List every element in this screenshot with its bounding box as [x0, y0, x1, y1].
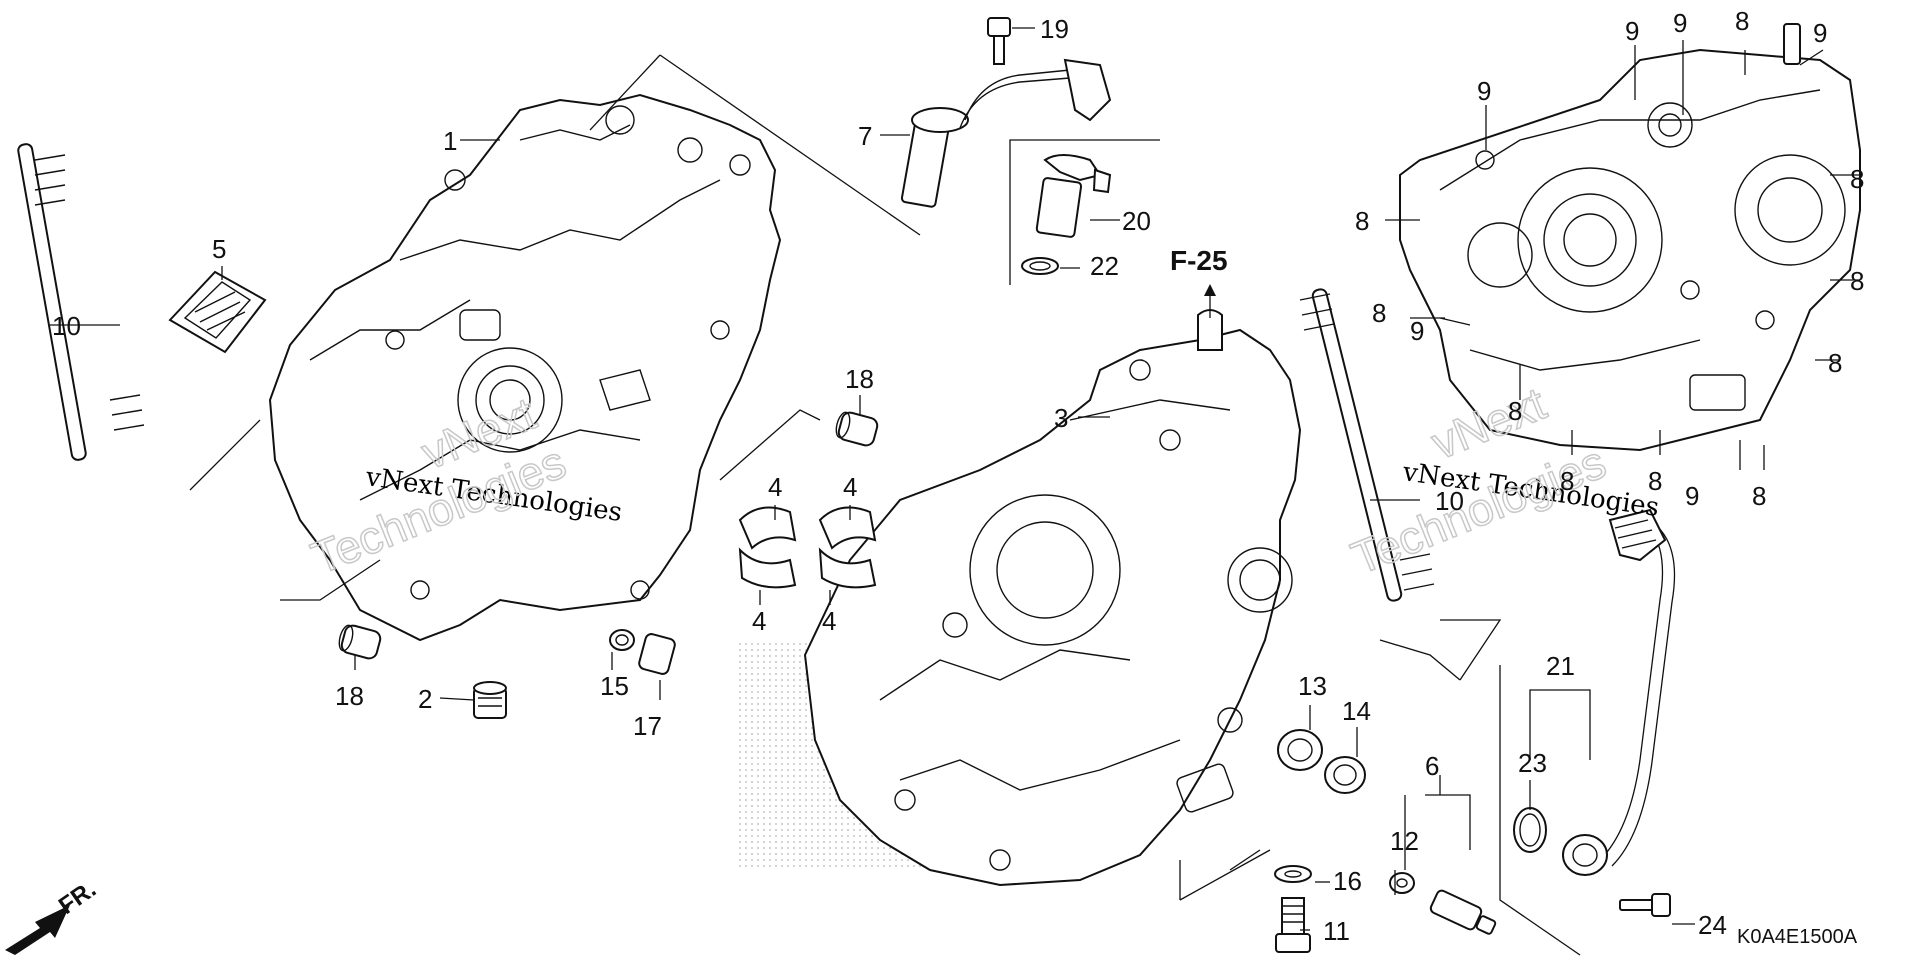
callout-8-bottom-1: 8	[1508, 396, 1522, 426]
drain-bolt	[1275, 897, 1311, 953]
collar-sleeve	[638, 633, 676, 675]
leader-lines	[50, 27, 1860, 931]
sensor-variant	[1035, 154, 1112, 238]
callout-8-right-3: 8	[1828, 348, 1842, 378]
callout-2: 2	[418, 684, 432, 714]
drain-plug	[473, 681, 507, 719]
left-crankcase-half	[268, 93, 782, 642]
callout-8-bottom-2: 8	[1560, 466, 1574, 496]
sensor-bolt	[987, 17, 1011, 65]
callout-11: 11	[1323, 916, 1350, 946]
bearing-shell-right	[818, 506, 877, 589]
callout-9-left: 9	[1477, 76, 1491, 106]
callout-8-bottom-4: 8	[1752, 481, 1766, 511]
right-crankcase-half	[803, 309, 1302, 887]
sensor-o-ring	[1021, 257, 1059, 275]
callout-24: 24	[1698, 910, 1727, 940]
stud-bolt-left	[17, 143, 145, 461]
callout-10-left: 10	[52, 311, 81, 341]
o-ring-washer	[609, 629, 635, 651]
callout-4-upper-left: 4	[768, 472, 782, 502]
needle-bearing	[1277, 729, 1323, 771]
callout-14: 14	[1342, 696, 1371, 726]
callout-4-upper-right: 4	[843, 472, 857, 502]
hose-o-ring	[1513, 807, 1547, 853]
callout-16: 16	[1333, 866, 1362, 896]
front-direction-arrow: FR.	[5, 876, 101, 955]
dowel-pin-upper	[835, 411, 879, 447]
callout-9-top-right: 9	[1813, 18, 1827, 48]
callout-8-top: 8	[1735, 6, 1749, 36]
callout-3: 3	[1054, 403, 1068, 433]
callout-23: 23	[1518, 748, 1547, 778]
callout-numbers: 1 2 3 4 4 4 4 5 6 7 8 8 8 8 8 8 8 8 8 8 …	[52, 6, 1864, 946]
dowel-pin-lower	[338, 624, 382, 660]
stud-bolt-right	[1299, 288, 1435, 602]
callout-20: 20	[1122, 206, 1151, 236]
callout-12: 12	[1390, 826, 1419, 856]
oil-strainer-screen	[168, 270, 267, 354]
reference-link-label[interactable]: F-25	[1170, 245, 1228, 276]
diagram-code-label: K0A4E1500A	[1737, 926, 1858, 948]
callout-1: 1	[443, 126, 457, 156]
oil-seal	[1324, 756, 1366, 794]
callout-9-top-1: 9	[1625, 16, 1639, 46]
sensor-hose-assembly	[1562, 508, 1676, 876]
switch-washer	[1389, 872, 1415, 894]
callout-4-lower-left: 4	[752, 606, 766, 636]
callout-18-upper: 18	[845, 364, 874, 394]
neutral-switch	[1429, 889, 1497, 935]
callout-9-middle: 9	[1410, 316, 1424, 346]
crankcase-cover-top-view	[1399, 23, 1861, 452]
callout-21: 21	[1546, 651, 1575, 681]
speed-sensor	[900, 58, 1112, 208]
hose-bolt	[1619, 893, 1671, 917]
drain-washer	[1274, 865, 1312, 883]
bearing-shell-left	[738, 506, 797, 589]
callout-6: 6	[1425, 751, 1439, 781]
callout-19: 19	[1040, 14, 1069, 44]
callout-8-left-1: 8	[1355, 206, 1369, 236]
reference-arrow	[1204, 284, 1216, 318]
hose-bracket-line	[1499, 665, 1581, 956]
callout-22: 22	[1090, 251, 1119, 281]
callout-13: 13	[1298, 671, 1327, 701]
callout-8-right-2: 8	[1850, 266, 1864, 296]
callout-5: 5	[212, 234, 226, 264]
callout-7: 7	[858, 121, 872, 151]
callout-8-left-2: 8	[1372, 298, 1386, 328]
callout-9-top-2: 9	[1673, 8, 1687, 38]
callout-10-right: 10	[1435, 486, 1464, 516]
callout-15: 15	[600, 671, 629, 701]
callout-18-lower: 18	[335, 681, 364, 711]
callout-8-bottom-3: 8	[1648, 466, 1662, 496]
callout-9-bottom: 9	[1685, 481, 1699, 511]
callout-4-lower-right: 4	[822, 606, 836, 636]
callout-17: 17	[633, 711, 662, 741]
callout-8-right-1: 8	[1850, 164, 1864, 194]
variant-bracket	[1009, 139, 1160, 285]
